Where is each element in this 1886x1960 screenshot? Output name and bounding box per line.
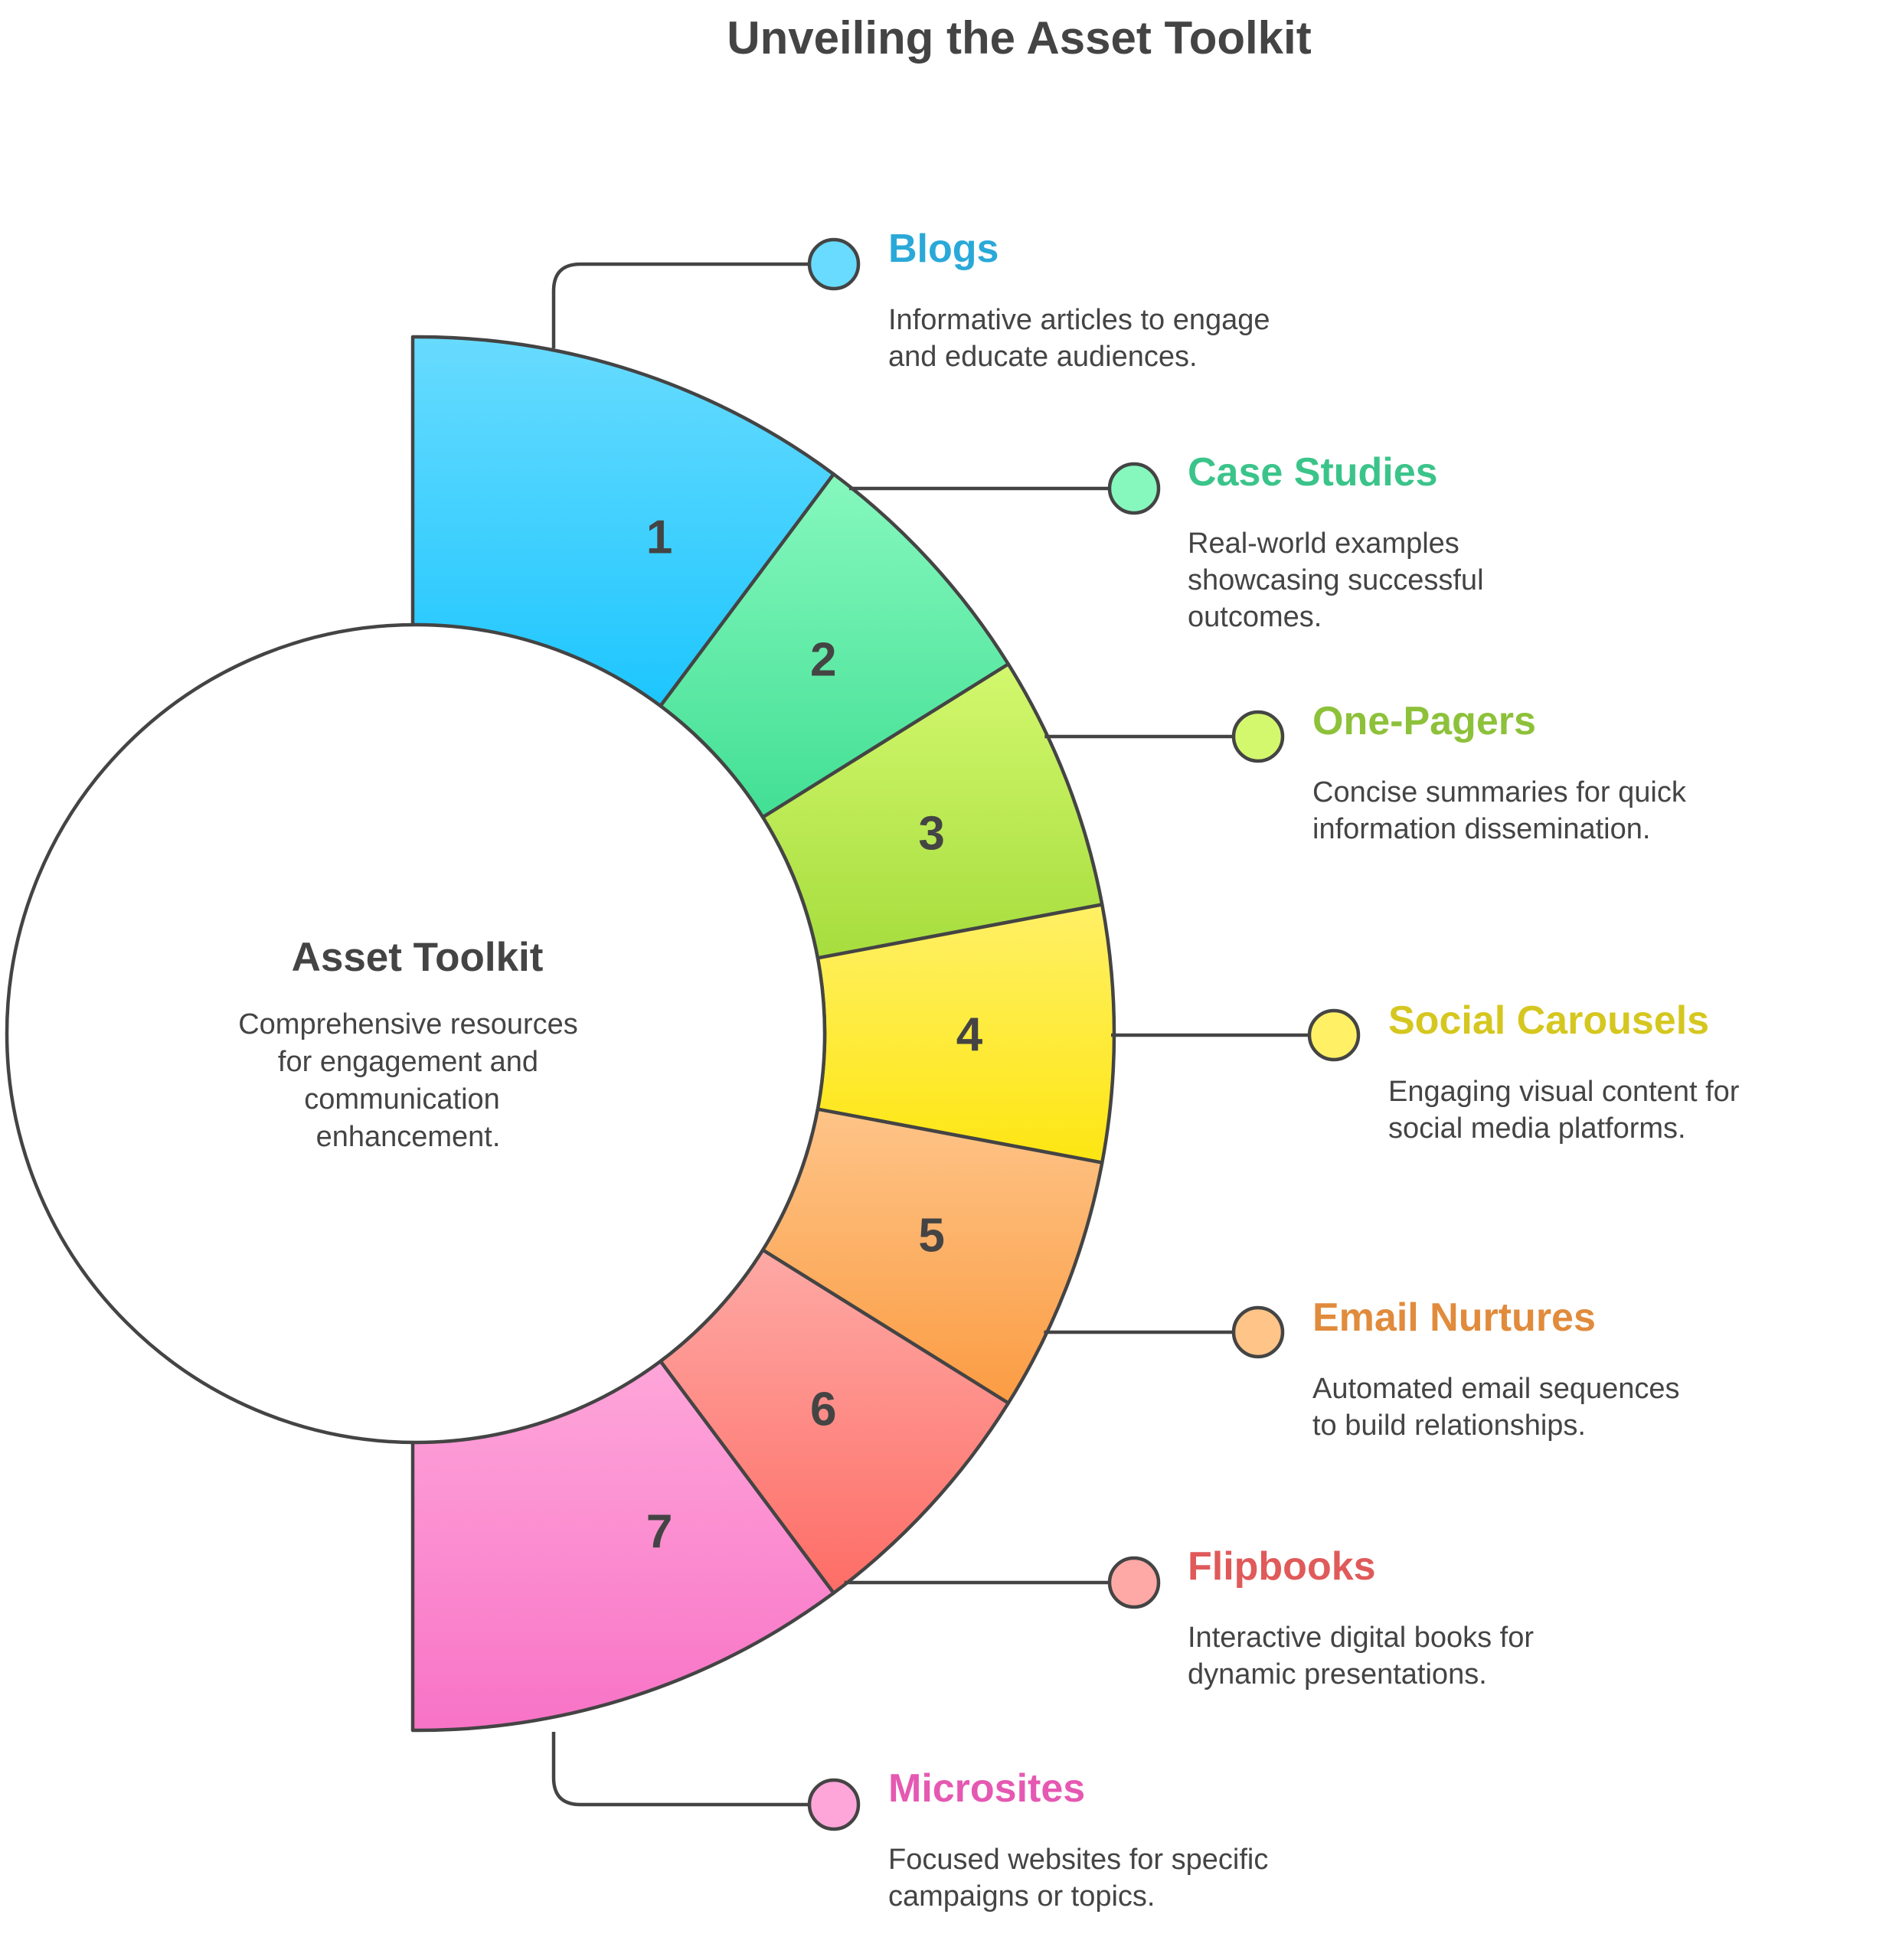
- item-desc-6-line-1: Interactive digital books for: [1188, 1622, 1534, 1654]
- item-title-1: Blogs: [888, 227, 999, 271]
- center-desc-line-3: communication: [304, 1083, 500, 1116]
- item-title-6: Flipbooks: [1188, 1544, 1376, 1589]
- connector-dot-2: [1107, 462, 1161, 515]
- item-desc-3-line-2: information dissemination.: [1312, 813, 1650, 845]
- segment-number-4: 4: [956, 1008, 983, 1061]
- segment-number-1: 1: [646, 511, 672, 564]
- center-desc-line-1: Comprehensive resources: [238, 1008, 578, 1040]
- item-title-5: Email Nurtures: [1312, 1295, 1596, 1340]
- item-desc-6-line-2: dynamic presentations.: [1188, 1658, 1487, 1690]
- item-desc-4-line-1: Engaging visual content for: [1388, 1076, 1740, 1108]
- center-desc-line-2: for engagement and: [278, 1046, 538, 1078]
- ring-segments: 1 2 3 4 5 6 7: [410, 335, 1116, 1733]
- item-desc-1-line-1: Informative articles to engage: [888, 304, 1270, 336]
- connector-line-7: [551, 1732, 808, 1807]
- item-title-7: Microsites: [888, 1766, 1085, 1811]
- item-desc-5-line-1: Automated email sequences: [1312, 1373, 1680, 1405]
- segment-number-2: 2: [810, 634, 836, 687]
- center-title: Asset Toolkit: [292, 935, 544, 980]
- item-desc-2-line-2: showcasing successful: [1188, 564, 1484, 596]
- item-title-4: Social Carousels: [1388, 998, 1709, 1043]
- connector-dot-7: [807, 1778, 861, 1831]
- item-desc-1-line-2: and educate audiences.: [888, 341, 1198, 373]
- item-desc-7-line-1: Focused websites for specific: [888, 1844, 1268, 1876]
- item-desc-3-line-1: Concise summaries for quick: [1312, 776, 1687, 808]
- item-title-3: One-Pagers: [1312, 699, 1536, 743]
- item-desc-4-line-2: social media platforms.: [1388, 1112, 1686, 1145]
- segment-number-5: 5: [918, 1210, 944, 1263]
- item-desc-5-line-2: to build relationships.: [1312, 1410, 1586, 1442]
- item-desc-7-line-2: campaigns or topics.: [888, 1880, 1155, 1913]
- segment-number-7: 7: [646, 1505, 672, 1558]
- diagram-title: Unveiling the Asset Toolkit: [727, 12, 1311, 64]
- connector-line-1: [551, 262, 808, 348]
- center-hub: Asset Toolkit Comprehensive resources fo…: [5, 622, 827, 1445]
- item-title-2: Case Studies: [1188, 450, 1438, 495]
- connectors: [551, 237, 1361, 1831]
- center-desc-line-4: enhancement.: [316, 1121, 501, 1153]
- item-desc-2-line-3: outcomes.: [1188, 601, 1322, 633]
- connector-dot-5: [1231, 1305, 1285, 1359]
- center-circle: [5, 622, 827, 1445]
- connector-dot-1: [807, 237, 861, 291]
- connector-dot-3: [1231, 710, 1285, 763]
- connector-dot-4: [1307, 1008, 1361, 1062]
- segment-number-6: 6: [810, 1383, 836, 1436]
- segment-number-3: 3: [918, 807, 944, 860]
- connector-dot-6: [1107, 1556, 1161, 1609]
- item-desc-2-line-1: Real-world examples: [1188, 528, 1459, 560]
